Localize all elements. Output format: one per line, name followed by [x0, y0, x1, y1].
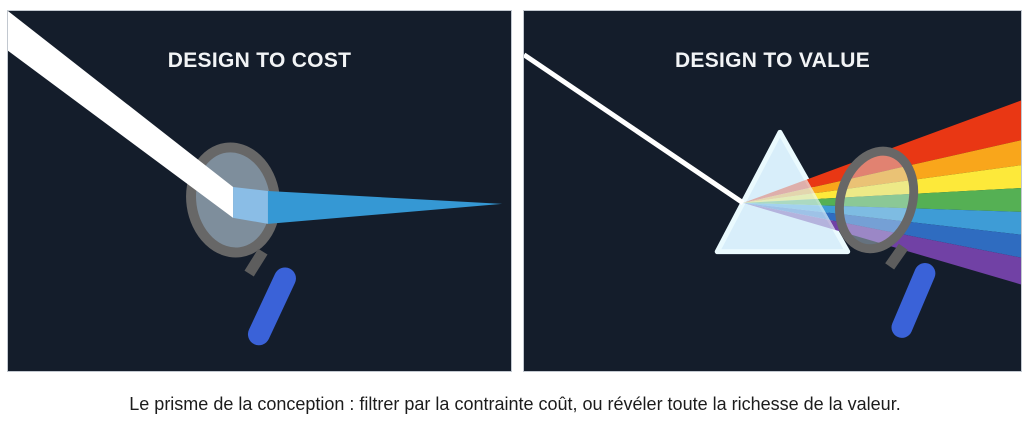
white-light-ray [524, 52, 745, 205]
magnifier-stub [244, 248, 268, 277]
prism-icon [714, 129, 851, 255]
beam-in-lens [233, 187, 268, 224]
ray-green [743, 188, 1021, 212]
design-to-value-panel: DESIGN TO VALUE [523, 10, 1022, 372]
magnifier-handle [247, 267, 296, 346]
design-to-cost-illustration [8, 11, 503, 346]
white-light-beam [8, 11, 234, 218]
magnifier-lens [839, 151, 914, 249]
magnifier-icon [834, 146, 936, 338]
ray-sky-pale [743, 202, 848, 235]
magnifier-stub [885, 243, 908, 270]
ray-blue-pale [743, 202, 848, 252]
panel-title-value: DESIGN TO VALUE [674, 49, 871, 72]
caption: Le prisme de la conception : filtrer par… [129, 394, 901, 414]
ray-purple-pale [743, 202, 848, 252]
design-to-value-illustration [524, 52, 1021, 338]
filtered-blue-beam [267, 191, 503, 224]
panel-title-cost: DESIGN TO COST [167, 49, 352, 72]
magnifier-handle [891, 262, 936, 338]
design-to-cost-panel: DESIGN TO COST [7, 10, 512, 372]
ray-yellow-pale [743, 165, 848, 203]
magnifier-ring [834, 146, 919, 254]
